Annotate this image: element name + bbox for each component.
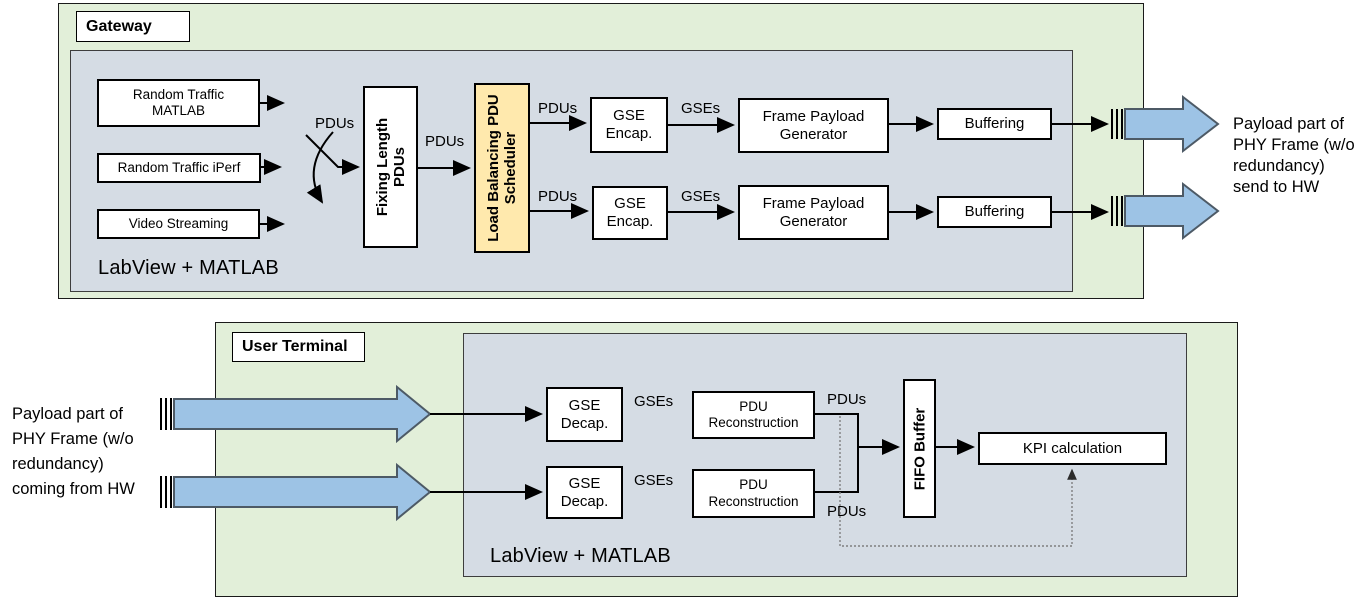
node-gse-encap-bottom: GSE Encap.: [592, 186, 668, 240]
label-pdus-bottom-branch: PDUs: [538, 188, 578, 205]
node-random-traffic-matlab: Random Traffic MATLAB: [97, 79, 260, 127]
node-gse-decap-top: GSE Decap.: [546, 387, 623, 442]
node-pdu-reconstruction-bottom: PDU Reconstruction: [692, 469, 815, 518]
label-gses-ut-top: GSEs: [634, 393, 674, 410]
node-gse-encap-top: GSE Encap.: [590, 97, 668, 153]
label-pdus-ut-bottom: PDUs: [827, 503, 867, 520]
user-terminal-platform-label: LabView + MATLAB: [490, 545, 671, 567]
label-pdus-ut-top: PDUs: [827, 391, 867, 408]
gateway-title-box: Gateway: [76, 11, 190, 42]
node-load-balancing-pdu-scheduler: Load Balancing PDU Scheduler: [474, 83, 530, 253]
label-gses-top-branch: GSEs: [681, 100, 721, 117]
node-buffering-bottom: Buffering: [937, 196, 1052, 228]
gateway-title: Gateway: [86, 17, 152, 35]
node-frame-payload-generator-top: Frame Payload Generator: [738, 98, 889, 153]
user-terminal-title: User Terminal: [242, 338, 348, 355]
label-gses-ut-bottom: GSEs: [634, 472, 674, 489]
user-terminal-input-text: Payload part of PHY Frame (w/o redundanc…: [12, 405, 135, 498]
label-gses-bottom-branch: GSEs: [681, 188, 721, 205]
label-pdus-fixing-out: PDUs: [425, 133, 465, 150]
node-kpi-calculation: KPI calculation: [978, 432, 1167, 465]
node-fixing-length-pdus: Fixing Length PDUs: [363, 86, 418, 248]
gateway-platform-label: LabView + MATLAB: [98, 257, 279, 279]
label-pdus-switch: PDUs: [315, 115, 355, 132]
user-terminal-title-box: User Terminal: [232, 332, 365, 362]
node-buffering-top: Buffering: [937, 108, 1052, 140]
node-frame-payload-generator-bottom: Frame Payload Generator: [738, 185, 889, 240]
label-pdus-top-branch: PDUs: [538, 100, 578, 117]
phy-pipe-marks-in: [160, 398, 172, 508]
gateway-output-text: Payload part of PHY Frame (w/o redundanc…: [1233, 115, 1355, 196]
node-video-streaming: Video Streaming: [97, 209, 260, 239]
node-fifo-buffer: FIFO Buffer: [903, 379, 936, 518]
node-gse-decap-bottom: GSE Decap.: [546, 466, 623, 519]
node-random-traffic-iperf: Random Traffic iPerf: [97, 153, 261, 183]
node-pdu-reconstruction-top: PDU Reconstruction: [692, 391, 815, 439]
